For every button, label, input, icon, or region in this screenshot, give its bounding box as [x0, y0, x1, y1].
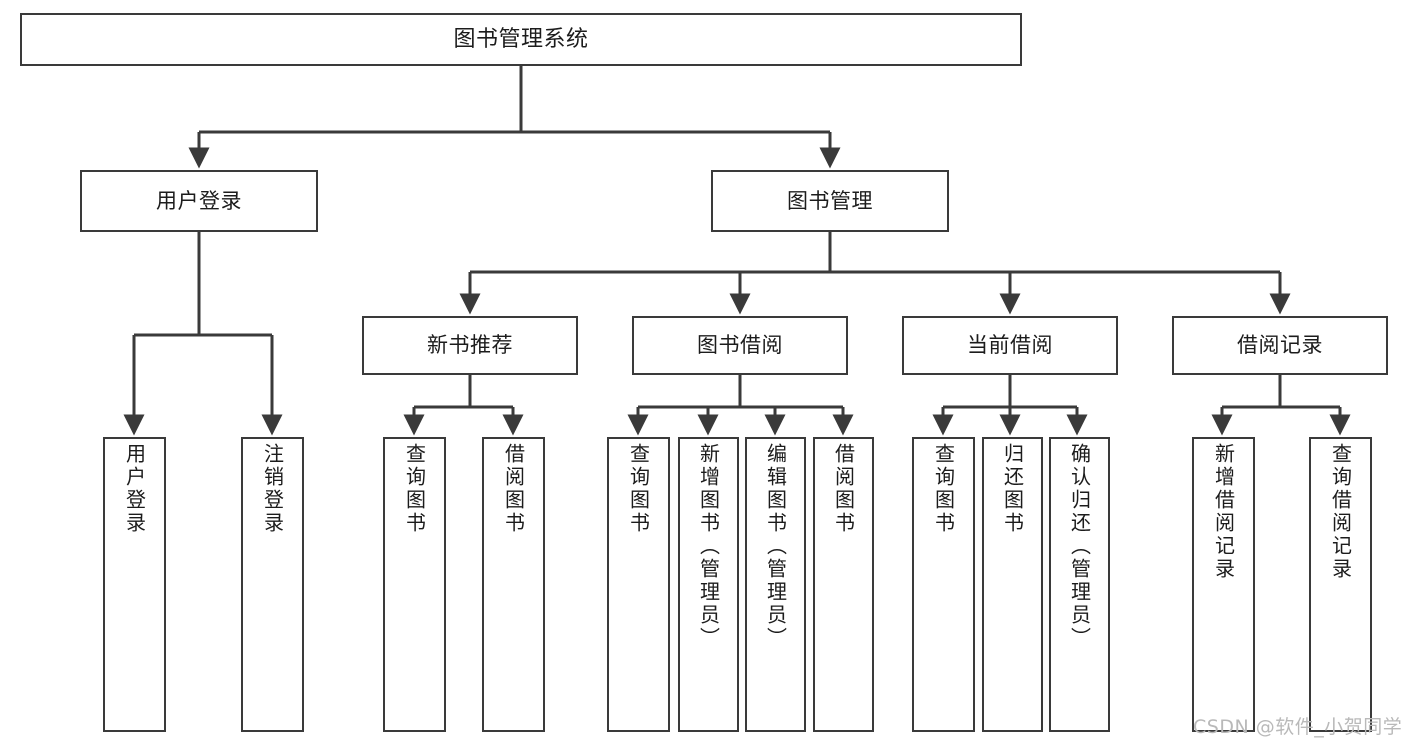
node-label: 图书管理系统	[453, 26, 589, 52]
node-label: 借阅记录	[1237, 333, 1323, 358]
node-label: 编辑图书（管理员）	[763, 443, 788, 650]
node-label: 图书借阅	[697, 333, 783, 358]
node-label: 用户登录	[122, 443, 147, 535]
node-label: 确认归还（管理员）	[1067, 443, 1092, 650]
node-leaf-edit-book-admin[interactable]: 编辑图书（管理员）	[745, 437, 806, 732]
node-current-borrowing[interactable]: 当前借阅	[902, 316, 1118, 375]
node-label: 查询图书	[402, 443, 427, 535]
node-leaf-query-books-recommend[interactable]: 查询图书	[383, 437, 446, 732]
node-leaf-add-borrow-record[interactable]: 新增借阅记录	[1192, 437, 1255, 732]
node-leaf-logout[interactable]: 注销登录	[241, 437, 304, 732]
node-leaf-confirm-return-admin[interactable]: 确认归还（管理员）	[1049, 437, 1110, 732]
node-label: 查询借阅记录	[1328, 443, 1353, 581]
node-label: 新增图书（管理员）	[696, 443, 721, 650]
node-leaf-query-borrow-record[interactable]: 查询借阅记录	[1309, 437, 1372, 732]
node-book-management[interactable]: 图书管理	[711, 170, 949, 232]
node-leaf-return-books[interactable]: 归还图书	[982, 437, 1043, 732]
node-label: 借阅图书	[831, 443, 856, 535]
csdn-watermark: CSDN @软件_小贺同学	[1193, 716, 1403, 738]
node-new-book-recommendation[interactable]: 新书推荐	[362, 316, 578, 375]
node-leaf-borrow-books-recommend[interactable]: 借阅图书	[482, 437, 545, 732]
node-leaf-user-login[interactable]: 用户登录	[103, 437, 166, 732]
node-leaf-query-books-borrow[interactable]: 查询图书	[607, 437, 670, 732]
node-label: 查询图书	[626, 443, 651, 535]
node-label: 图书管理	[787, 188, 873, 213]
node-label: 新增借阅记录	[1211, 443, 1236, 581]
node-borrowing-records[interactable]: 借阅记录	[1172, 316, 1388, 375]
node-label: 查询图书	[931, 443, 956, 535]
node-user-login[interactable]: 用户登录	[80, 170, 318, 232]
node-label: 当前借阅	[967, 333, 1053, 358]
node-leaf-add-book-admin[interactable]: 新增图书（管理员）	[678, 437, 739, 732]
node-label: 借阅图书	[501, 443, 526, 535]
node-root-book-management-system[interactable]: 图书管理系统	[20, 13, 1022, 66]
node-label: 用户登录	[156, 188, 242, 213]
node-book-borrowing[interactable]: 图书借阅	[632, 316, 848, 375]
node-label: 新书推荐	[427, 333, 513, 358]
node-label: 归还图书	[1000, 443, 1025, 535]
node-leaf-query-books-current[interactable]: 查询图书	[912, 437, 975, 732]
node-label: 注销登录	[260, 443, 285, 535]
node-leaf-borrow-books[interactable]: 借阅图书	[813, 437, 874, 732]
